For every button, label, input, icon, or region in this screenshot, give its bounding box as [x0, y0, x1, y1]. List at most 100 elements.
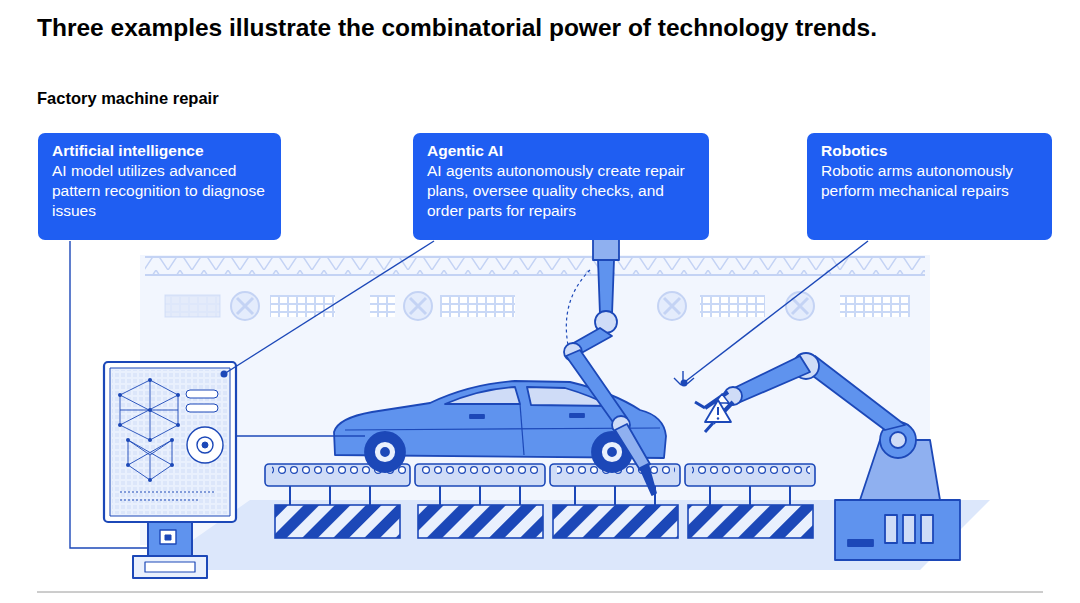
ceiling-robot-arm: [564, 236, 656, 495]
diagnostic-screen: [120, 380, 178, 440]
diagnostic-screen: [148, 408, 152, 412]
callout-box: Agentic AIAI agents autonomously create …: [413, 133, 709, 240]
factory-background: [165, 295, 220, 317]
leader-line: [70, 241, 148, 548]
diagnostic-screen: [126, 438, 130, 442]
car: [445, 387, 520, 404]
conveyor-belt: [688, 505, 813, 538]
warning-sign: [705, 400, 731, 422]
conveyor-belt: [685, 464, 815, 486]
conveyor-belt: [290, 486, 790, 505]
car: [570, 414, 584, 417]
callout-heading: Robotics: [821, 141, 1038, 161]
diagnostic-screen: [128, 440, 172, 480]
factory-background: [792, 298, 808, 314]
diagnostic-screen: [148, 478, 152, 482]
diagnostic-screen: [118, 423, 122, 427]
factory-background: [150, 500, 990, 570]
factory-background: [840, 295, 910, 317]
diagnostic-screen: [118, 378, 180, 482]
callout-box: RoboticsRobotic arms autonomously perfor…: [807, 133, 1052, 240]
diagnostic-screen: [186, 404, 218, 412]
conveyor-belt: [265, 464, 815, 538]
bottom-rule: [37, 592, 1043, 593]
factory-background: [664, 298, 680, 314]
floor-robot-arm: [921, 515, 933, 543]
leader-line: [686, 241, 868, 381]
factory-background: [404, 292, 432, 320]
factory-background: [700, 295, 765, 317]
factory-background: [231, 292, 814, 320]
floor-robot-arm: [835, 500, 960, 560]
factory-background: [700, 295, 765, 317]
car: [470, 415, 484, 418]
floor-robot-arm: [705, 392, 733, 423]
leader-line: [224, 241, 434, 374]
factory-background: [270, 295, 335, 317]
car: [601, 441, 623, 463]
factory-background: [440, 295, 515, 317]
diagnostic-screen: [197, 437, 213, 453]
diagnostic-screen: [120, 380, 178, 440]
factory-background: [270, 295, 335, 317]
leader-dot: [221, 371, 228, 378]
leader-dot: [221, 371, 688, 387]
factory-background: [145, 274, 925, 276]
floor-robot-arm: [890, 432, 906, 448]
callout-body: Robotic arms autonomously perform mechan…: [821, 161, 1038, 201]
leader-line: [70, 241, 868, 548]
diagnostic-screen: [104, 362, 236, 578]
factory-background: [410, 298, 426, 314]
factory-background: [840, 295, 910, 317]
diagnostic-screen: [160, 530, 176, 544]
ceiling-robot-arm: [640, 464, 656, 495]
factory-background: [231, 292, 259, 320]
car: [365, 432, 405, 472]
factory-background: [145, 256, 925, 258]
conveyor-belt: [275, 505, 400, 538]
factory-background: [786, 292, 814, 320]
conveyor-belt: [553, 505, 678, 538]
factory-background: [165, 295, 220, 317]
conveyor-belt: [290, 486, 790, 505]
section-heading: Factory machine repair: [37, 89, 219, 108]
floor-robot-arm: [848, 540, 873, 546]
diagnostic-screen: [176, 423, 180, 427]
floor-robot-arm: [885, 515, 897, 543]
conveyor-belt: [422, 465, 540, 485]
callout-heading: Artificial intelligence: [52, 141, 267, 161]
factory-background: [237, 298, 253, 314]
car: [374, 441, 396, 463]
leader-line: [236, 435, 365, 436]
diagnostic-screen: [110, 368, 230, 516]
diagnostic-screen: [187, 427, 223, 463]
ceiling-robot-arm: [566, 270, 590, 345]
factory-background: [140, 255, 990, 570]
conveyor-belt: [415, 464, 545, 486]
diagnostic-screen: [112, 370, 228, 514]
conveyor-belt: [275, 505, 813, 538]
diagnostic-screen: [120, 492, 215, 500]
diagnostic-screen: [148, 378, 152, 382]
diagnostic-screen: [170, 438, 174, 442]
conveyor-belt: [265, 464, 815, 486]
conveyor-belt: [692, 465, 810, 485]
floor-robot-arm: [903, 515, 915, 543]
diagnostic-screen: [128, 440, 172, 480]
factory-background: [370, 295, 395, 317]
diagnostic-screen: [126, 463, 130, 467]
diagnostic-screen: [118, 393, 122, 397]
diagnostic-screen: [202, 442, 208, 448]
floor-robot-arm: [805, 356, 905, 430]
diagnostic-screen: [133, 556, 207, 578]
ceiling-robot-arm: [566, 350, 627, 425]
diagnostic-screen: [120, 380, 178, 480]
callout-body: AI agents autonomously create repair pla…: [427, 161, 695, 221]
factory-background: [658, 292, 686, 320]
floor-robot-arm: [695, 353, 960, 560]
callout-box: Artificial intelligenceAI model utilizes…: [38, 133, 281, 240]
car: [608, 448, 616, 456]
warning-sign: [717, 407, 719, 415]
diagnostic-screen: [145, 562, 195, 572]
callout-body: AI model utilizes advanced pattern recog…: [52, 161, 267, 221]
